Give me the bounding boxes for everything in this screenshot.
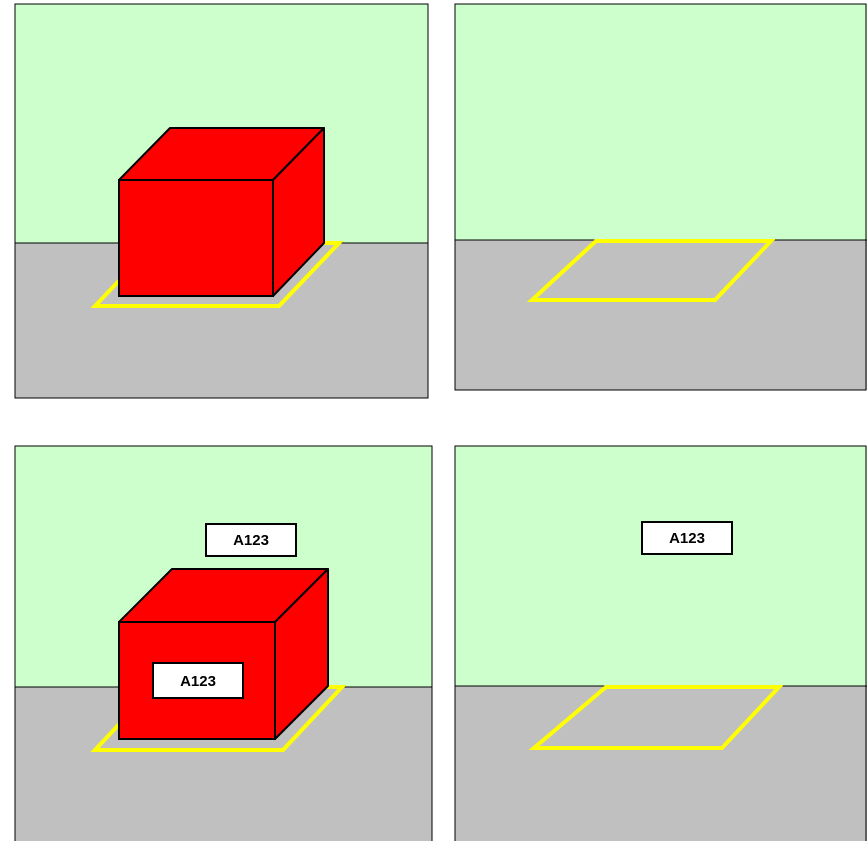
- license-plate-sign: A123: [206, 524, 296, 556]
- panel-top-right-sky: [455, 4, 867, 240]
- red-box-front-face: [119, 180, 273, 296]
- license-plate-on-box: A123: [153, 663, 243, 698]
- panel-bottom-left: A123 A123: [15, 446, 432, 841]
- panel-bottom-right-floor: [455, 686, 867, 841]
- panel-top-right: [455, 4, 867, 390]
- panel-bottom-right: A123: [455, 446, 867, 841]
- license-plate-sign-text: A123: [669, 530, 705, 547]
- red-box: [119, 128, 324, 296]
- license-plate-sign-text: A123: [233, 532, 269, 549]
- panel-top-right-floor: [455, 240, 867, 390]
- panel-bottom-right-sky: [455, 446, 867, 686]
- red-box: [119, 569, 328, 739]
- license-plate-sign: A123: [642, 522, 732, 554]
- panel-top-left: [15, 4, 428, 398]
- license-plate-on-box-text: A123: [180, 673, 216, 690]
